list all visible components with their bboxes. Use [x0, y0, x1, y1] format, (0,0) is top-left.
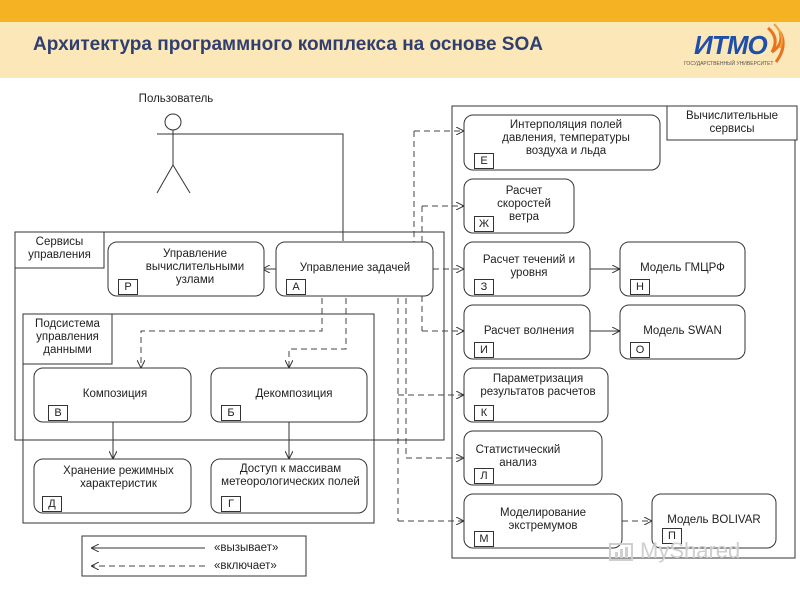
- node-box-O: [619, 304, 746, 360]
- node-box-L: [463, 430, 603, 486]
- legend-box: [81, 535, 307, 577]
- calls-connectors: [113, 133, 619, 458]
- node-code-N: Н: [630, 279, 650, 295]
- actor-label: Пользователь: [138, 93, 214, 105]
- watermark-text: MyShared: [640, 538, 741, 563]
- node-label-V: Композиция: [82, 388, 148, 400]
- slide-header: [0, 22, 800, 78]
- node-box-P: [107, 241, 265, 297]
- compute-group-frame: [451, 105, 796, 559]
- node-box-M: [463, 493, 623, 549]
- legend-includes-label: «включает»: [214, 560, 277, 572]
- node-box-G: [210, 458, 368, 514]
- itmo-logo: ИТМО ГОСУДАРСТВЕННЫЙ УНИВЕРСИТЕТ: [676, 22, 800, 78]
- compute-group-label: Вычислительные сервисы: [685, 110, 779, 135]
- node-label-L: Статистический анализ: [475, 444, 561, 469]
- node-code-I: И: [474, 342, 494, 358]
- node-label-Z: Расчет течений и уровня: [482, 254, 576, 279]
- node-box-D: [33, 458, 192, 514]
- node-label-G: Доступ к массивам метеорологических поле…: [221, 463, 360, 488]
- data-subsystem-frame: [22, 313, 375, 524]
- compute-group-label-box: [666, 105, 798, 141]
- node-boxes: [33, 114, 777, 549]
- node-code-V: В: [48, 405, 68, 421]
- node-code-G: Г: [221, 496, 241, 512]
- logo-text: ИТМО: [694, 30, 768, 60]
- flame-icon: [766, 23, 785, 63]
- node-box-Pm: [651, 493, 777, 549]
- node-code-M: М: [474, 531, 494, 547]
- node-box-B: [210, 367, 368, 423]
- node-code-O: О: [630, 342, 650, 358]
- node-code-Pm: П: [662, 528, 682, 544]
- node-label-I: Расчет волнения: [483, 325, 575, 337]
- node-label-P: Управление вычислительными узлами: [145, 248, 245, 286]
- node-code-A: А: [286, 279, 306, 295]
- node-label-M: Моделирование экстремумов: [499, 507, 587, 532]
- legend-calls-label: «вызывает»: [214, 542, 279, 554]
- node-code-L: Л: [474, 468, 494, 484]
- node-box-I: [463, 304, 591, 360]
- node-label-K: Параметризация результатов расчетов: [480, 373, 596, 398]
- node-code-D: Д: [42, 496, 62, 512]
- node-box-A: [275, 241, 434, 297]
- management-group-label: Сервисы управления: [28, 236, 91, 261]
- node-label-Zh: Расчет скоростей ветра: [497, 185, 551, 223]
- node-box-N: [619, 241, 746, 297]
- node-box-V: [33, 367, 192, 423]
- node-code-K: К: [474, 405, 494, 421]
- top-accent-bar: [0, 0, 800, 22]
- node-code-Z: З: [474, 279, 494, 295]
- node-box-E: [463, 114, 661, 171]
- node-label-O: Модель SWAN: [643, 325, 722, 337]
- node-label-A: Управление задачей: [299, 262, 411, 274]
- node-label-B: Декомпозиция: [255, 388, 333, 400]
- node-code-Zh: Ж: [474, 216, 494, 232]
- slide-title: Архитектура программного комплекса на ос…: [33, 34, 543, 55]
- node-box-K: [463, 367, 609, 423]
- node-label-N: Модель ГМЦРФ: [640, 262, 725, 274]
- data-subsystem-label: Подсистема управления данными: [35, 318, 100, 356]
- node-label-D: Хранение режимных характеристик: [63, 465, 174, 490]
- management-group-label-box: [14, 231, 105, 269]
- watermark-icon: [609, 543, 633, 561]
- node-box-Z: [463, 241, 591, 297]
- node-code-B: Б: [221, 405, 241, 421]
- user-actor-icon: [156, 113, 191, 194]
- logo-subtitle: ГОСУДАРСТВЕННЫЙ УНИВЕРСИТЕТ: [684, 61, 774, 67]
- node-code-P: Р: [118, 279, 138, 295]
- management-group-frame: [14, 231, 445, 441]
- node-label-E: Интерполяция полей давления, температуры…: [502, 119, 630, 157]
- node-code-E: Е: [474, 153, 494, 169]
- data-subsystem-label-box: [22, 313, 113, 365]
- node-label-Pm: Модель BOLIVAR: [667, 514, 761, 526]
